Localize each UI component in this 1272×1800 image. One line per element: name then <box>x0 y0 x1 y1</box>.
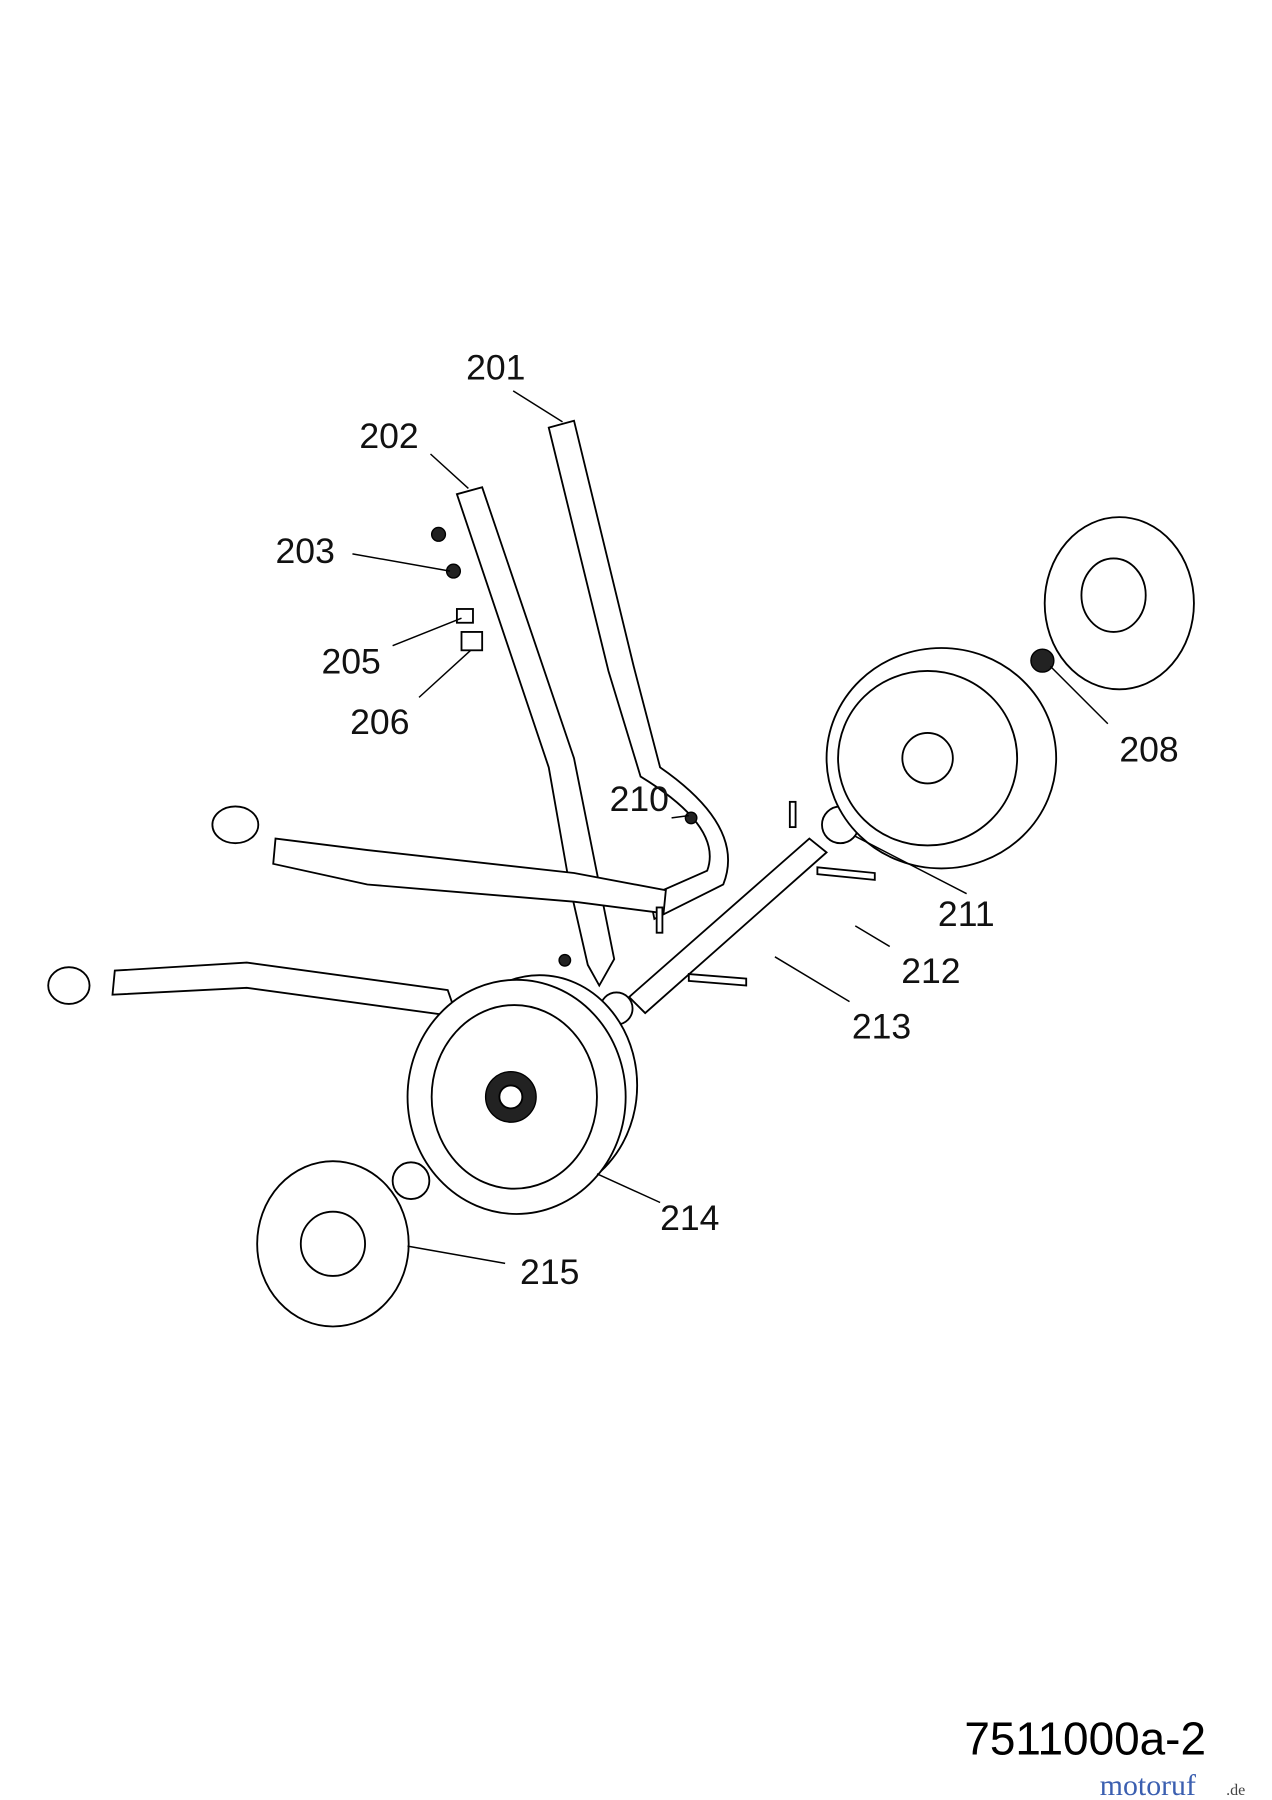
wheel-left-bore <box>498 1084 524 1110</box>
label-201: 201 <box>466 347 525 387</box>
spacer-205 <box>455 608 474 624</box>
hubcap-left-center <box>299 1210 366 1277</box>
pin <box>687 973 748 987</box>
wheel-right-center <box>901 732 954 785</box>
label-210: 210 <box>610 779 669 819</box>
clip <box>788 800 797 829</box>
nut-208 <box>1030 648 1055 673</box>
label-203: 203 <box>276 531 335 571</box>
clip <box>655 906 664 934</box>
watermark-tld: .de <box>1226 1782 1245 1799</box>
label-208: 208 <box>1119 730 1178 770</box>
label-205: 205 <box>321 641 380 681</box>
handle-tube-201 <box>547 419 729 921</box>
label-215: 215 <box>520 1252 579 1292</box>
washer <box>391 1161 431 1200</box>
handle-tube-202 <box>455 486 616 988</box>
leader-lines <box>352 390 1109 1265</box>
end-cap <box>47 966 91 1005</box>
drawing-number: 7511000a-2 <box>964 1713 1206 1765</box>
hubcap-right-ring <box>1080 557 1147 633</box>
leg-tube-lower <box>111 961 459 1018</box>
label-213: 213 <box>852 1006 911 1046</box>
nut-206 <box>460 631 484 652</box>
label-206: 206 <box>350 702 409 742</box>
nut <box>558 953 572 967</box>
watermark-brand: motoruf <box>1100 1769 1196 1800</box>
label-212: 212 <box>901 951 960 991</box>
bolt-203 <box>430 526 447 542</box>
label-202: 202 <box>359 416 418 456</box>
pin-212 <box>816 866 876 881</box>
label-211: 211 <box>938 894 995 934</box>
end-cap <box>211 805 260 845</box>
nut-210 <box>684 811 698 825</box>
leg-tube-upper <box>272 837 667 915</box>
axle-213 <box>627 837 828 1015</box>
label-214: 214 <box>660 1198 719 1238</box>
watermark-logo: motoruf .de <box>1100 1769 1245 1800</box>
